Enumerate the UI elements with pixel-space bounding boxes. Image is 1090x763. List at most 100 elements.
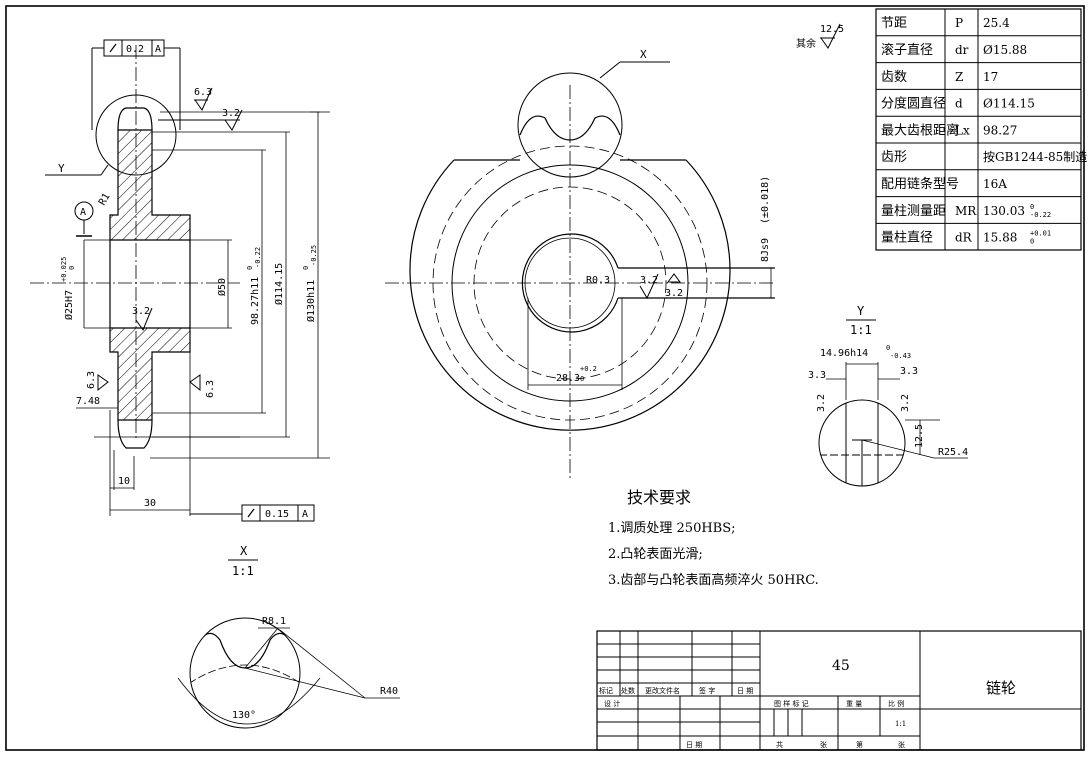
part-name: 链轮 bbox=[986, 679, 1016, 697]
detail-y-title: Y bbox=[857, 304, 865, 318]
svg-text:-0.43: -0.43 bbox=[890, 352, 911, 360]
svg-text:-0.25: -0.25 bbox=[310, 245, 318, 266]
param-row: 齿形 按GB1244-85制造 bbox=[881, 150, 1087, 165]
param-value: 98.27 bbox=[983, 123, 1017, 137]
param-value: 17 bbox=[983, 70, 998, 84]
title-block-text: 45 链轮 标记 处数 更改文件名 签 字 日 期 设 计 日 期 图 样 标 … bbox=[599, 658, 1016, 749]
detail-x-view: X 1:1 130° R8.1 R40 bbox=[177, 544, 400, 729]
detail-y-view: Y 1:1 14.96h14 0 -0.43 3.3 3.3 3.2 3.2 1… bbox=[808, 304, 968, 487]
svg-text:0: 0 bbox=[302, 266, 310, 270]
detail-y-label: Y bbox=[58, 162, 65, 175]
svg-text:张: 张 bbox=[820, 740, 827, 749]
param-value: Ø15.88 bbox=[983, 43, 1027, 57]
svg-text:3.2: 3.2 bbox=[222, 108, 240, 119]
svg-text:3.2: 3.2 bbox=[665, 288, 683, 299]
section-view: Y 0.2 A 6.3 3.2 3.2 6.3 6.3 A R1 Ø25H7 +… bbox=[30, 39, 330, 522]
param-name: 量柱直径 bbox=[881, 231, 933, 246]
svg-text:设 计: 设 计 bbox=[604, 699, 620, 708]
svg-text:更改文件名: 更改文件名 bbox=[645, 686, 680, 695]
param-value: 15.88 bbox=[983, 231, 1017, 245]
svg-text:重 量: 重 量 bbox=[846, 700, 862, 708]
roughness-default: 其余 12.5 bbox=[796, 23, 844, 50]
requirement-1: 1.调质处理 250HBS; bbox=[608, 521, 736, 536]
param-name: 分度圆直径 bbox=[881, 96, 946, 112]
tolerance-frame-bottom bbox=[241, 504, 315, 522]
svg-text:第: 第 bbox=[856, 740, 863, 749]
roughness-label: 其余 bbox=[796, 37, 816, 50]
svg-text:A: A bbox=[155, 44, 161, 55]
front-view: 8Js9 (±0.018) R0.3 3.2 3.2 28.3 +0.2 0 X bbox=[385, 48, 775, 480]
requirement-3: 3.齿部与凸轮表面高频淬火 50HRC. bbox=[608, 572, 819, 588]
detail-x-scale: 1:1 bbox=[232, 564, 254, 578]
svg-text:3.2: 3.2 bbox=[640, 275, 658, 286]
svg-text:R8.1: R8.1 bbox=[262, 616, 286, 627]
detail-x-angle: 130° bbox=[232, 710, 256, 721]
dim-10: 10 bbox=[118, 476, 130, 487]
title-block bbox=[596, 630, 1082, 751]
dim-pitch: Ø114.15 bbox=[273, 263, 285, 305]
dim-hub: Ø50 bbox=[216, 278, 228, 296]
dim-30: 30 bbox=[144, 498, 156, 509]
param-name: 齿形 bbox=[881, 150, 907, 165]
svg-text:3.3: 3.3 bbox=[808, 370, 826, 381]
svg-text:+0.2: +0.2 bbox=[580, 365, 597, 373]
svg-text:0: 0 bbox=[68, 266, 76, 270]
svg-text:3.2: 3.2 bbox=[900, 394, 911, 412]
dim-r03: R0.3 bbox=[586, 275, 610, 286]
requirement-2: 2.凸轮表面光滑; bbox=[608, 547, 703, 562]
param-tol-lower: 0 bbox=[1030, 238, 1034, 246]
svg-text:R1: R1 bbox=[97, 192, 113, 208]
param-name: 节距 bbox=[881, 16, 907, 31]
param-tol-lower: -0.22 bbox=[1030, 211, 1051, 219]
svg-text:共: 共 bbox=[776, 740, 783, 749]
dim-root: 98.27h11 bbox=[250, 277, 261, 325]
svg-text:日 期: 日 期 bbox=[686, 741, 702, 749]
param-row: 齿数 Z 17 bbox=[881, 70, 998, 85]
svg-text:(±0.018): (±0.018) bbox=[760, 176, 771, 224]
param-name: 配用链条型号 bbox=[881, 176, 959, 192]
svg-text:处数: 处数 bbox=[621, 686, 635, 695]
param-symbol: dR bbox=[955, 231, 973, 245]
param-row: 分度圆直径 d Ø114.15 bbox=[881, 96, 1035, 112]
param-name: 滚子直径 bbox=[881, 42, 933, 58]
svg-text:签 字: 签 字 bbox=[699, 686, 715, 695]
sheet-border bbox=[5, 5, 1085, 751]
param-value: 130.03 bbox=[983, 204, 1025, 218]
svg-text:0: 0 bbox=[246, 266, 254, 270]
technical-requirements: 技术要求 1.调质处理 250HBS; 2.凸轮表面光滑; 3.齿部与凸轮表面高… bbox=[608, 488, 819, 588]
param-value: Ø114.15 bbox=[983, 97, 1035, 111]
svg-text:6.3: 6.3 bbox=[86, 371, 97, 389]
requirements-title: 技术要求 bbox=[627, 488, 691, 507]
svg-text:A: A bbox=[302, 509, 308, 520]
svg-text:+0.025: +0.025 bbox=[60, 257, 68, 282]
svg-text:1:1: 1:1 bbox=[895, 720, 906, 728]
svg-text:12.5: 12.5 bbox=[914, 424, 925, 448]
param-tol-upper: 0 bbox=[1030, 203, 1034, 211]
svg-text:0.2: 0.2 bbox=[126, 44, 144, 55]
param-name: 齿数 bbox=[881, 70, 907, 85]
svg-text:0: 0 bbox=[580, 375, 584, 383]
dim-keyway: 8Js9 bbox=[760, 238, 771, 262]
param-symbol: MR bbox=[955, 204, 977, 218]
detail-x-title: X bbox=[240, 544, 248, 558]
svg-text:0: 0 bbox=[886, 344, 890, 352]
svg-text:R40: R40 bbox=[380, 686, 398, 697]
dim-748: 7.48 bbox=[76, 396, 100, 407]
param-symbol: d bbox=[955, 97, 963, 111]
param-name: 最大齿根距离 bbox=[881, 122, 959, 138]
svg-text:图 样 标 记: 图 样 标 记 bbox=[774, 699, 809, 708]
dim-depth: 28.3 bbox=[556, 373, 580, 384]
svg-text:-0.22: -0.22 bbox=[254, 247, 262, 268]
param-value: 按GB1244-85制造 bbox=[983, 150, 1087, 164]
detail-x-label: X bbox=[640, 48, 647, 61]
svg-text:比 例: 比 例 bbox=[888, 699, 904, 708]
param-value: 16A bbox=[983, 177, 1007, 191]
svg-text:日 期: 日 期 bbox=[737, 687, 753, 695]
roughness-value: 12.5 bbox=[820, 24, 844, 35]
param-symbol: Z bbox=[955, 70, 963, 84]
svg-text:6.3: 6.3 bbox=[194, 87, 212, 98]
